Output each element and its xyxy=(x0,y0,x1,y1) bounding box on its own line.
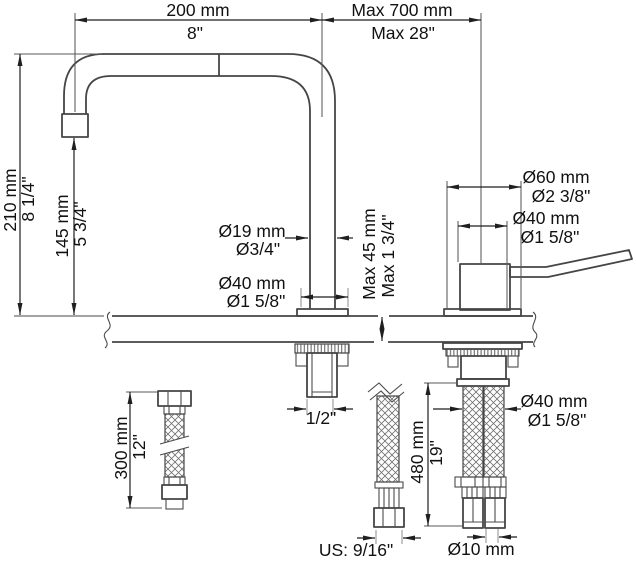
label-height-mm: 210 mm xyxy=(0,168,20,231)
dimension-lines xyxy=(14,13,522,544)
label-hose-length-mm: 300 mm xyxy=(111,416,131,479)
label-supply-length-in: 19" xyxy=(426,440,446,466)
label-us-size: US: 9/16" xyxy=(319,540,393,560)
label-outlet-height-mm: 145 mm xyxy=(52,194,72,257)
spout-mounting-bolt-left xyxy=(295,352,308,367)
handle-undercounter-body xyxy=(460,355,507,380)
spout-mounting-knurled-nut xyxy=(294,343,350,354)
label-deck-max-in: Max 1 3/4" xyxy=(378,214,398,297)
label-reach-in: 8" xyxy=(187,23,203,43)
label-spout-base-dia-mm: Ø40 mm xyxy=(218,273,285,293)
spout-tailpiece-tube xyxy=(306,352,338,398)
label-supply-length-mm: 480 mm xyxy=(407,420,427,483)
supply-collar-band xyxy=(454,476,507,488)
handle-hose-collar xyxy=(456,378,510,387)
connection-hose-braid xyxy=(376,395,400,483)
dimension-labels: 200 mm 8" Max 700 mm Max 28" 210 mm 8 1/… xyxy=(0,0,590,560)
label-handle-body-dia-in: Ø1 5/8" xyxy=(521,227,580,247)
handle-knurled-nut xyxy=(445,348,520,357)
hose-break-band xyxy=(160,436,189,455)
label-reach-mm: 200 mm xyxy=(166,0,229,20)
label-spout-dia-mm: Ø19 mm xyxy=(218,221,285,241)
spout-nozzle xyxy=(61,113,89,138)
label-max-distance-mm: Max 700 mm xyxy=(351,0,452,20)
label-outlet-height-in: 5 3/4" xyxy=(70,201,90,246)
handle-unit xyxy=(443,249,633,317)
spout-inner-outline xyxy=(85,75,311,309)
handle-mounting-flange xyxy=(442,342,523,350)
break-edge xyxy=(159,435,190,445)
label-tailpiece-thread: 1/2" xyxy=(306,408,337,428)
spout-outer-outline xyxy=(63,53,336,309)
hose-collar-bottom xyxy=(163,476,186,486)
label-height-in: 8 1/4" xyxy=(18,176,38,221)
hose-fitting-bottom xyxy=(161,484,188,500)
label-supply-tube-dia: Ø10 mm xyxy=(447,539,514,559)
label-deck-max-mm: Max 45 mm xyxy=(359,208,379,299)
handle-body xyxy=(459,263,511,311)
flexible-hose-left xyxy=(157,390,192,510)
handle-base-plate xyxy=(443,308,522,317)
spout-mounting-bolt-right xyxy=(336,352,349,367)
hose-break-mark-top xyxy=(367,382,403,395)
hose-collar-top xyxy=(163,405,186,415)
spout-base-plate xyxy=(296,308,349,317)
connection-hose-hex-nut xyxy=(373,507,405,528)
label-max-distance-in: Max 28" xyxy=(371,23,435,43)
label-hose-length-in: 12" xyxy=(129,434,149,460)
spout-undercounter-assembly xyxy=(294,343,350,398)
label-handle-body-dia-mm: Ø40 mm xyxy=(512,208,579,228)
counter-break-right xyxy=(532,311,538,348)
label-spout-dia-in: Ø3/4" xyxy=(236,239,280,259)
handle-mounting-bolt-right xyxy=(507,355,519,368)
handle-mounting-bolt-left xyxy=(447,355,459,368)
faucet-spout xyxy=(61,53,349,317)
label-spout-base-dia-in: Ø1 5/8" xyxy=(227,291,286,311)
hose-hex-nut-top xyxy=(157,390,192,407)
connection-hose-collar xyxy=(374,481,404,489)
hose-tip-bottom xyxy=(165,498,184,510)
handle-undercounter-assembly xyxy=(442,342,523,529)
break-edge xyxy=(159,446,190,456)
supply-hose-left xyxy=(462,385,484,478)
label-handle-hole-dia-in: Ø1 5/8" xyxy=(528,410,587,430)
connection-hose xyxy=(367,382,405,528)
label-handle-hole-dia-mm: Ø40 mm xyxy=(520,391,587,411)
label-handle-flange-dia-mm: Ø60 mm xyxy=(522,167,589,187)
supply-hose-right xyxy=(483,385,505,478)
handle-lever xyxy=(509,249,633,278)
counter-break-left xyxy=(103,311,111,349)
label-handle-flange-dia-in: Ø2 3/8" xyxy=(532,186,591,206)
